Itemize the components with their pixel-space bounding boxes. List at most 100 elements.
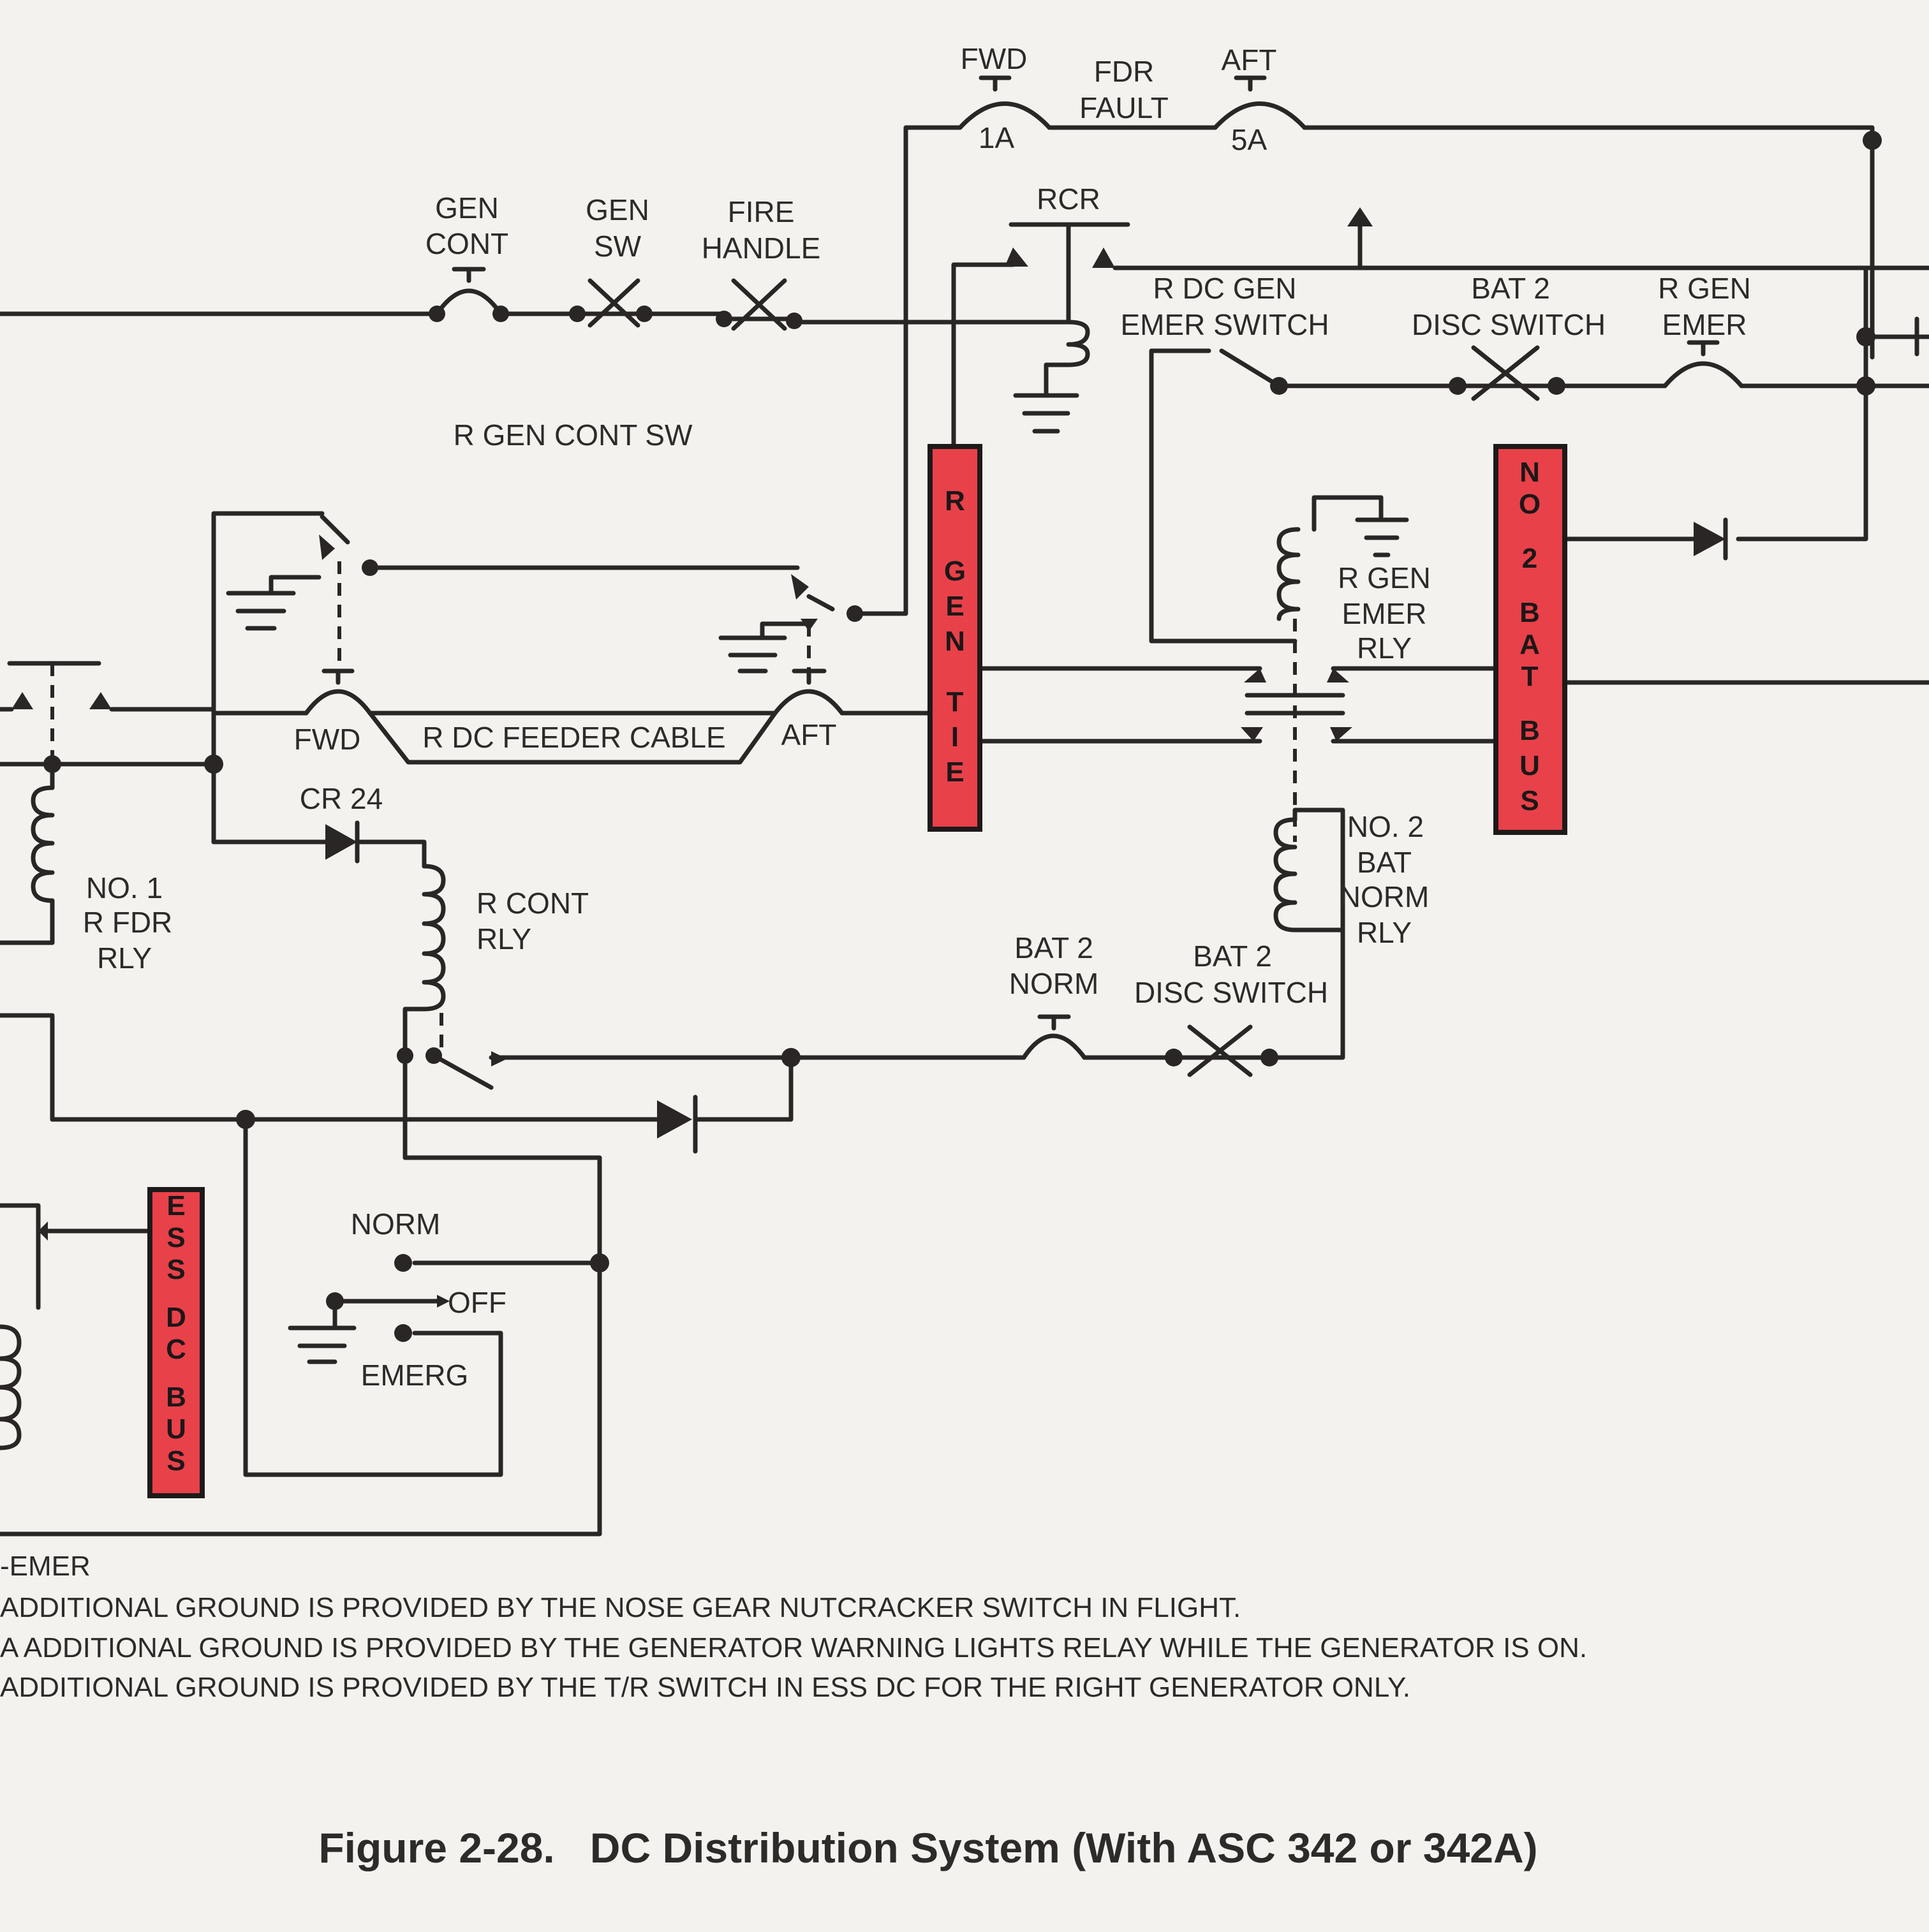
r-gen-tie-letter: E [945,591,964,622]
amp-5a-label: 5A [1231,123,1268,156]
footnote: ADDITIONAL GROUND IS PROVIDED BY THE T/R… [0,1672,1410,1703]
no2-bat-bus: N O 2 B A T B U S [1493,444,1567,835]
r-cont-rly-label: R CONT [477,887,589,920]
rcr-label: RCR [1037,182,1100,216]
r-cont-rly-label: RLY [477,922,531,955]
ess-dc-bus: E S S D C B U S [147,1187,205,1498]
aft-ground-icon [718,621,811,674]
no2-bat-bus-letter: B [1519,715,1540,746]
gen-cont-label: CONT [425,227,508,260]
ess-dc-bus-letter: S [166,1222,185,1253]
gen-cont-label: GEN [435,191,499,225]
bat2-norm-breaker-icon [1021,1014,1087,1060]
gen-sw-icon [575,278,647,328]
r-gen-emer-rly-label: RLY [1357,631,1412,665]
no2-bat-bus-letter: A [1519,629,1540,660]
norm-off-emerg-switch [288,1254,450,1364]
fwd-feeder-breaker-icon [304,668,373,716]
no1-r-fdr-rly-label: NO. 1 [86,871,163,904]
r-gen-emer-rly-label: R GEN [1338,561,1431,594]
no2-bat-bus-letter: T [1521,661,1539,692]
rcr-coil-icon [1066,302,1090,367]
ess-dc-bus-letter: S [166,1445,185,1477]
bat2-disc-switch-bottom-icon [1171,1024,1272,1077]
r-gen-cont-sw-label: R GEN CONT SW [454,418,693,452]
r-gen-emer-breaker-icon [1662,340,1744,388]
r-gen-tie-letter: N [945,626,965,657]
off-position-label: OFF [448,1286,506,1319]
bat-norm-relay-line [489,807,1345,1077]
fwd-ground-icon [226,575,322,631]
no1-r-fdr-rly-label: RLY [97,941,152,975]
gen-tie-feeds [718,249,934,716]
no1-r-fdr-coil-icon [31,785,55,903]
feeder-cable-area [0,511,800,844]
ess-dc-bus-letter: U [166,1413,186,1445]
bat2-disc-switch-top-icon [1455,345,1559,401]
r-gen-emer-ground-icon [1355,495,1409,557]
r-gen-tie-bus: R G E N T I E [928,444,982,832]
bat2-norm-label: BAT 2 [1014,931,1093,964]
amp-1a-label: 1A [979,121,1015,154]
cr24-label: CR 24 [300,782,383,815]
no2-bat-bus-letter: 2 [1522,543,1537,574]
r-cont-coil-icon [422,864,446,1012]
aft-feeder-label: AFT [781,718,837,751]
no2-bat-bus-letter: B [1519,597,1540,628]
bat2-disc-switch-bottom-label: DISC SWITCH [1134,976,1328,1009]
fire-handle-label: FIRE [728,195,795,228]
no2-bat-norm-rly-label: BAT [1357,846,1412,879]
norm-position-label: NORM [351,1207,441,1241]
r-gen-tie-letter: G [944,556,966,587]
bat2-disc-switch-top-label: DISC SWITCH [1412,308,1606,341]
gen-sw-label: GEN [586,193,649,226]
component-labels: FWD FDR FAULT AFT 1A 5A RCR GEN CONT GEN… [83,42,1751,1392]
figure-caption: Figure 2-28. DC Distribution System (Wit… [318,1824,1537,1871]
bat2-norm-label: NORM [1009,967,1099,1000]
footnotes: -EMER ADDITIONAL GROUND IS PROVIDED BY T… [0,1551,1587,1703]
ess-dc-bus-letter: S [166,1254,185,1285]
r-dc-gen-emer-switch-label: R DC GEN [1153,272,1297,305]
footnote: A ADDITIONAL GROUND IS PROVIDED BY THE G… [0,1632,1587,1663]
aft-top-label: AFT [1222,43,1277,77]
no2-bat-norm-rly-label: NO. 2 [1347,810,1424,843]
footnote: ADDITIONAL GROUND IS PROVIDED BY THE NOS… [0,1592,1241,1623]
ess-dc-bus-letter: D [166,1302,186,1333]
r-gen-emer-coil-icon [1276,527,1301,621]
ess-dc-bus-letter: E [166,1190,185,1221]
r-gen-emer-relay [977,495,1495,842]
r-gen-tie-letter: E [945,756,964,788]
rcr-relay [951,207,1929,449]
r-gen-tie-letter: R [945,485,965,517]
bat2-disc-switch-top-label: BAT 2 [1471,272,1550,305]
no2-bat-bus-letter: S [1520,785,1539,816]
ess-dc-bus-letter: C [166,1334,186,1365]
ess-dc-area [0,1203,152,1450]
r-cont-relay [211,820,494,1160]
fdr-fault-circuit [903,75,1882,360]
footnote: -EMER [0,1551,91,1582]
rcr-ground-icon [1013,393,1079,434]
fire-handle-icon [721,278,797,331]
emer-switch-line [1149,265,1929,644]
no2-bat-bus-letter: U [1519,750,1540,781]
r-gen-tie-letter: T [947,686,964,718]
fire-handle-label: HANDLE [702,232,821,265]
gen-control-line [0,267,1071,331]
feeder-cable-outline [367,711,778,765]
r-dc-gen-emer-switch-icon [1219,348,1282,388]
r-gen-tie-letter: I [951,721,959,753]
r-gen-emer-label: EMER [1662,308,1747,341]
switch-ground-icon [288,1299,357,1364]
no2-bat-norm-rly-label: NORM [1340,880,1430,913]
lower-diode-icon [657,1100,692,1139]
no1-r-fdr-rly-label: R FDR [83,906,173,939]
aft-5a-breaker-icon [1213,75,1307,130]
fwd-top-label: FWD [961,42,1028,75]
fdr-fault-label: FAULT [1079,91,1169,124]
lower-bus-line [0,1055,794,1537]
no2-bat-bus-letter: O [1519,489,1541,520]
no2-bat-norm-rly-label: RLY [1357,916,1412,949]
